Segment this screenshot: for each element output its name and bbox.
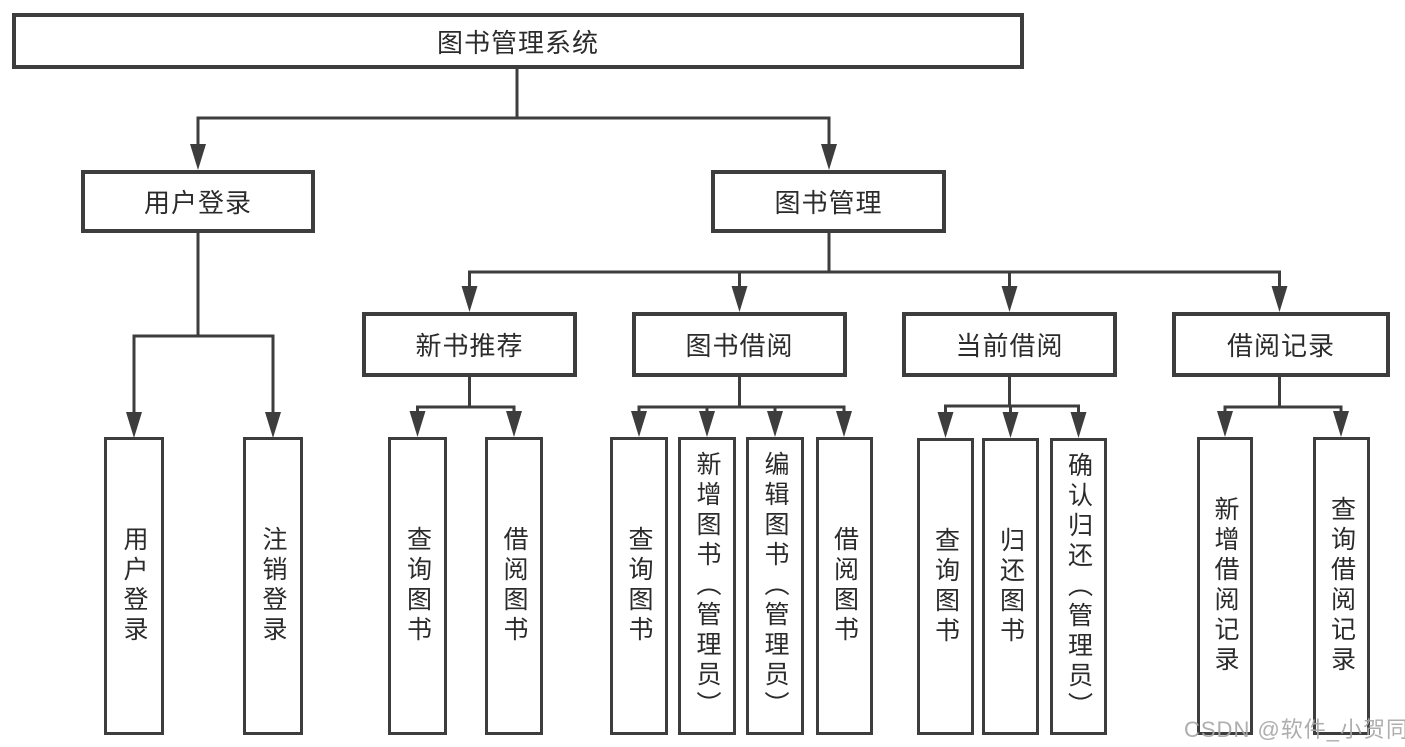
connector-user-login-to-leaves: [126, 233, 281, 438]
leaf-user-login: 用户登录: [104, 437, 164, 735]
connector-current-borrow-to-leaves: [937, 376, 1087, 438]
connector-book-management-to-level3: [461, 233, 1288, 312]
connector-root-to-level2: [190, 69, 837, 170]
leaf-recommend-borrow-books: 借阅图书: [485, 437, 543, 735]
leaf-recommend-query-books: 查询图书: [388, 437, 447, 735]
leaf-logout-login: 注销登录: [243, 437, 303, 735]
node-user-login: 用户登录: [81, 170, 315, 233]
node-book-management: 图书管理: [711, 170, 946, 233]
node-book-borrow: 图书借阅: [632, 312, 847, 377]
connector-new-book-recommend-to-leaves: [409, 376, 522, 437]
csdn-watermark: CSDN @软件_小贺同学: [1184, 717, 1405, 742]
node-root-library-management-system: 图书管理系统: [12, 13, 1024, 69]
connector-book-borrow-to-leaves: [631, 376, 852, 437]
leaf-records-query-borrow-record: 查询借阅记录: [1313, 437, 1370, 735]
leaf-borrow-borrow-books: 借阅图书: [816, 437, 873, 735]
leaf-borrow-query-books: 查询图书: [610, 437, 668, 735]
node-borrow-records: 借阅记录: [1172, 312, 1390, 377]
leaf-borrow-edit-books-admin: 编辑图书（管理员）: [746, 437, 804, 735]
node-current-borrow: 当前借阅: [902, 312, 1117, 377]
leaf-borrow-add-books-admin: 新增图书（管理员）: [678, 437, 736, 735]
leaf-current-query-books: 查询图书: [917, 438, 974, 735]
leaf-current-confirm-return-admin: 确认归还（管理员）: [1050, 438, 1107, 735]
connector-borrow-records-to-leaves: [1217, 376, 1349, 437]
leaf-current-return-books: 归还图书: [982, 438, 1039, 735]
leaf-records-add-borrow-record: 新增借阅记录: [1197, 437, 1253, 735]
node-new-book-recommend: 新书推荐: [362, 312, 577, 377]
